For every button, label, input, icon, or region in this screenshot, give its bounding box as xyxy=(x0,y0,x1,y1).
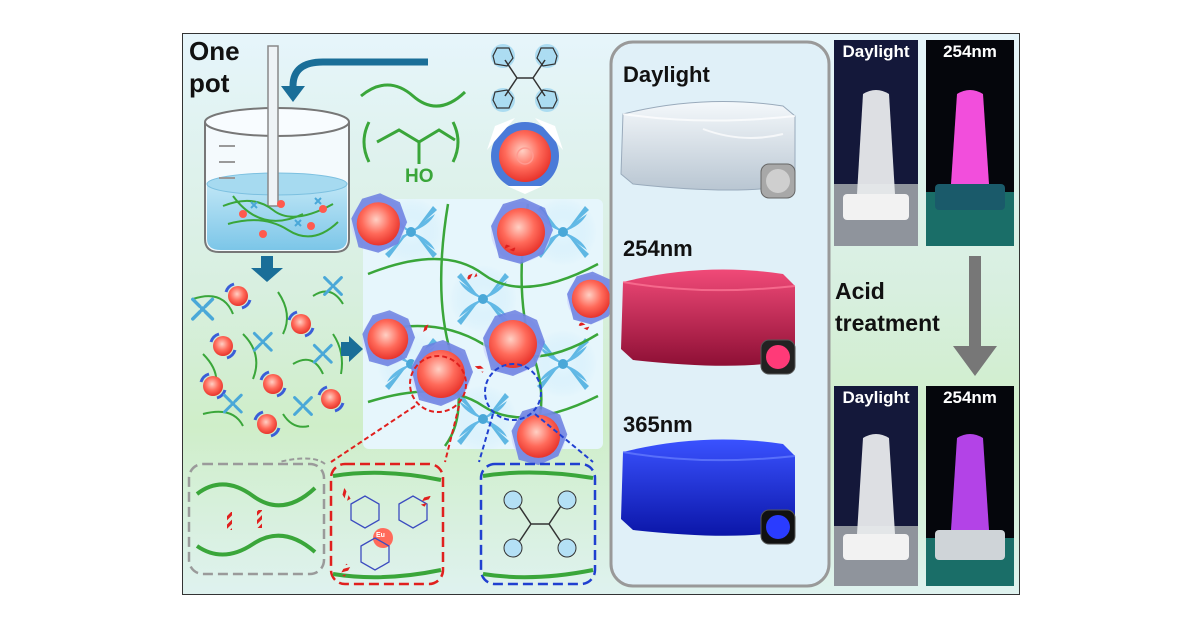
gel-365nm xyxy=(621,439,795,536)
inset-eu xyxy=(329,462,445,586)
gel-label-254nm: 254nm xyxy=(623,236,693,261)
acid-arrow xyxy=(969,256,981,348)
gel-label-365nm: 365nm xyxy=(623,412,693,437)
tpe-molecule xyxy=(491,44,559,112)
photo-top-left xyxy=(834,40,918,246)
beaker xyxy=(204,45,350,253)
pva-structure xyxy=(360,83,467,164)
add-arrow xyxy=(289,58,428,87)
photo-bottom-right xyxy=(926,386,1014,586)
photo-label-bottom-right: 254nm xyxy=(943,388,997,407)
schematic-graphics xyxy=(187,40,1014,588)
right-arrow xyxy=(349,336,363,362)
inset-hbond xyxy=(187,462,326,576)
photo-bottom-left xyxy=(834,386,918,586)
inset-tpe xyxy=(479,462,597,586)
label-eu: Eu xyxy=(376,532,385,539)
acid-label-2: treatment xyxy=(835,310,940,336)
down-arrow xyxy=(251,268,283,282)
photo-label-top-right: 254nm xyxy=(943,42,997,61)
acid-label-1: Acid xyxy=(835,278,885,304)
gel-254nm xyxy=(621,269,795,366)
photo-label-top-left: Daylight xyxy=(842,42,910,61)
eu-complex xyxy=(487,118,563,194)
label-pot: pot xyxy=(189,68,230,98)
photo-top-right xyxy=(926,40,1014,246)
label-ho: HO xyxy=(405,166,434,187)
figure-frame: One pot HO Eu Daylight 254nm 365nm Dayli… xyxy=(182,33,1020,595)
photo-label-bottom-left: Daylight xyxy=(842,388,910,407)
label-one: One xyxy=(189,36,240,66)
network xyxy=(351,193,617,466)
gel-panel xyxy=(609,40,831,588)
dispersed-mixture xyxy=(191,276,345,438)
gel-label-daylight: Daylight xyxy=(623,62,710,87)
